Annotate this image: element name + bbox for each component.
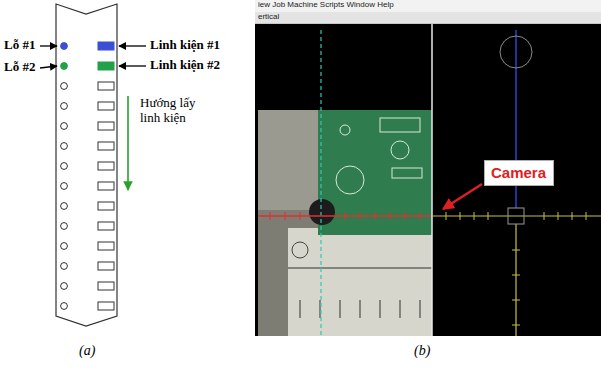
label-text: ertical	[258, 12, 279, 21]
label-text: (b)	[414, 343, 430, 359]
toolbar-text: ertical	[258, 12, 279, 21]
callout-box: Camera	[484, 160, 554, 186]
subfigure-caption: (b)	[414, 343, 430, 359]
direction-label: Hướng lấy linh kiện	[140, 96, 196, 126]
callout-arrow	[443, 184, 482, 209]
hole-label: Lỗ #2	[4, 60, 35, 75]
component-label: Linh kiện #1	[150, 38, 220, 53]
label-text: Lỗ #2	[4, 60, 35, 75]
label-text: iew Job Machine Scripts Window Help	[258, 0, 394, 9]
label-text: Linh kiện #2	[150, 58, 220, 73]
node-text: Camera	[491, 164, 547, 182]
subfigure-caption: (a)	[79, 343, 95, 359]
leader-arrows	[40, 46, 146, 68]
component-label: Linh kiện #2	[150, 58, 220, 73]
label-text: Lỗ #1	[4, 38, 35, 53]
label-text: Linh kiện #1	[150, 38, 220, 53]
component-tape	[56, 4, 117, 326]
direction-arrow	[127, 96, 129, 190]
software-screenshot	[255, 0, 601, 336]
hole-label: Lỗ #1	[4, 38, 35, 53]
label-text: Hướng lấy linh kiện	[140, 96, 196, 126]
menu-bar-text: iew Job Machine Scripts Window Help	[258, 0, 394, 9]
label-text: (a)	[79, 343, 95, 359]
